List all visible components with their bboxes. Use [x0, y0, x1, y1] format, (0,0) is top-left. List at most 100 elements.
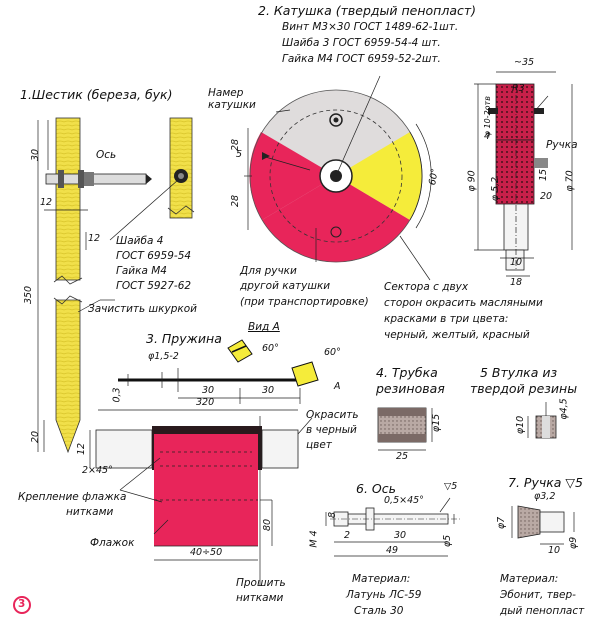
- flag-sew-2: нитками: [236, 592, 284, 604]
- axle-dim-d5: φ5: [442, 534, 454, 548]
- spring-drawing: [118, 339, 319, 404]
- handle-material-3: дый пенопласт: [500, 605, 585, 617]
- pole-dim-20: 20: [30, 430, 42, 444]
- pole-washer-3: Гайка М4: [116, 265, 167, 277]
- coil-sectors-1: Сектора с двух: [384, 281, 469, 293]
- coil-handle-label: Ручка: [546, 139, 578, 151]
- coil-dim-20: 20: [540, 191, 553, 202]
- spring-view-label: Вид А: [248, 321, 280, 333]
- axle-dim-05x45: 0,5×45°: [384, 495, 424, 506]
- coil-spec-1: Винт М3×30 ГОСТ 1489-62-1шт.: [282, 21, 459, 33]
- axle-title: 6. Ось: [356, 481, 396, 496]
- pole-sharpen-label: Зачистить шкуркой: [88, 303, 197, 315]
- pole-lower: [55, 299, 81, 454]
- coil-dim-18: 18: [510, 277, 523, 288]
- handle-dim-d7: φ7: [496, 516, 508, 530]
- sleeve-dim-d4_5: φ4,5: [558, 398, 570, 420]
- coil-dim-5: 5: [236, 149, 243, 160]
- flag-dim-12: 12: [76, 442, 88, 456]
- coil-for-handle-1: Для ручки: [240, 265, 297, 277]
- handle-body: [517, 505, 541, 539]
- pole-drawing: [37, 117, 195, 454]
- coil-dim-r3: R3: [512, 83, 525, 94]
- axle-dim-49: 49: [386, 545, 399, 556]
- flag-title: Флажок: [90, 537, 135, 549]
- handle-dim-d9: φ9: [568, 536, 580, 550]
- spring-title: 3. Пружина: [146, 331, 222, 346]
- pole-dim-12b: 12: [88, 233, 101, 244]
- pole-dim-30: 30: [30, 148, 42, 162]
- coil-section-drawing: [474, 71, 573, 277]
- coil-for-handle-2: другой катушки: [240, 280, 331, 292]
- handle-drawing: [511, 505, 575, 545]
- tube-dim-d15: φ15: [431, 413, 443, 433]
- coil-dim-d70: φ 70: [564, 170, 576, 192]
- coil-sector-yellow: [336, 132, 423, 220]
- tube-title-1: 4. Трубка: [376, 365, 438, 380]
- tube-dim-25: 25: [396, 451, 409, 462]
- axle-dim-m4: М 4: [308, 530, 320, 548]
- handle-material-2: Эбонит, твер-: [500, 589, 576, 601]
- coil-sectors-4: черный, желтый, красный: [384, 329, 530, 341]
- sleeve-title-1: 5 Втулка из: [480, 365, 558, 380]
- sleeve-title-2: твердой резины: [470, 381, 578, 396]
- handle-dim-10: 10: [548, 545, 561, 556]
- coil-dim-4: 4: [484, 131, 491, 142]
- pole-upper: [55, 117, 81, 281]
- spring-A: А: [334, 381, 341, 392]
- spring-dim-30b: 30: [262, 385, 275, 396]
- sleeve-drawing: [527, 402, 557, 439]
- handle-material-1: Материал:: [500, 573, 559, 585]
- coil-section-disc: [495, 83, 535, 141]
- axle-drawing: [325, 497, 460, 557]
- flag-dim-40_50: 40÷50: [190, 547, 223, 558]
- axle-material-2: Латунь ЛС-59: [346, 589, 422, 601]
- pole-washer-2: ГОСТ 6959-54: [116, 250, 192, 262]
- coil-sector-red: [249, 132, 336, 220]
- flag-dim-320: 320: [196, 397, 215, 408]
- spring-dim-d1_5: φ1,5-2: [148, 351, 179, 362]
- pole-washer-4: ГОСТ 5927-62: [116, 280, 192, 292]
- spring-dim-30a: 30: [202, 385, 215, 396]
- pole-washer-1: Шайба 4: [116, 235, 164, 247]
- pole-axis-label: Ось: [96, 149, 117, 161]
- coil-dim-d90: φ 90: [466, 170, 478, 192]
- pole-dim-12a: 12: [40, 197, 53, 208]
- flag-dim-2x45: 2×45°: [82, 465, 113, 476]
- pole-dim-350: 350: [23, 285, 35, 305]
- spring-angle-60b: 60°: [324, 347, 341, 358]
- pole-side-view: [169, 117, 193, 219]
- axle-dim-2: 2: [344, 530, 351, 541]
- flag-paint-3: цвет: [306, 439, 332, 451]
- coil-dim-d5_2: φ 5,2: [490, 176, 502, 202]
- coil-spec-3: Гайка М4 ГОСТ 6959-52-2шт.: [282, 53, 441, 65]
- page-number-circle: [13, 596, 31, 614]
- flag-fix-2: нитками: [66, 506, 114, 518]
- flag-paint-1: Окрасить: [306, 409, 359, 421]
- coil-drawing: [244, 75, 432, 281]
- flag-sew-1: Прошить: [236, 577, 286, 589]
- coil-sector-red-lower: [262, 176, 410, 263]
- coil-dim-10: 10: [510, 257, 523, 268]
- flag-paint-2: в черный: [306, 424, 357, 436]
- flag-red-panel: [154, 434, 258, 546]
- coil-sectors-3: красками в три цвета:: [384, 313, 509, 325]
- axle-dim-8: 8: [327, 511, 339, 519]
- tube-title-2: резиновая: [376, 381, 445, 396]
- pole-title: 1.Шестик (береза, бук): [20, 87, 173, 102]
- axle-dim-v5: ▽5: [444, 481, 458, 492]
- coil-transport-label: (при транспортировке): [240, 296, 369, 308]
- tube-drawing: [377, 407, 433, 451]
- coil-dim-35: ~35: [514, 57, 535, 68]
- flag-drawing: [89, 409, 313, 586]
- axle-material-1: Материал:: [352, 573, 411, 585]
- coil-dim-28b: 28: [230, 194, 242, 208]
- axle-dim-30: 30: [394, 530, 407, 541]
- sleeve-dim-d10: φ10: [515, 415, 527, 435]
- handle-title: 7. Ручка ▽5: [508, 475, 583, 490]
- spring-angle-60a: 60°: [262, 343, 279, 354]
- page-number: 3: [18, 598, 26, 610]
- flag-fix-1: Крепление флажка: [18, 491, 127, 503]
